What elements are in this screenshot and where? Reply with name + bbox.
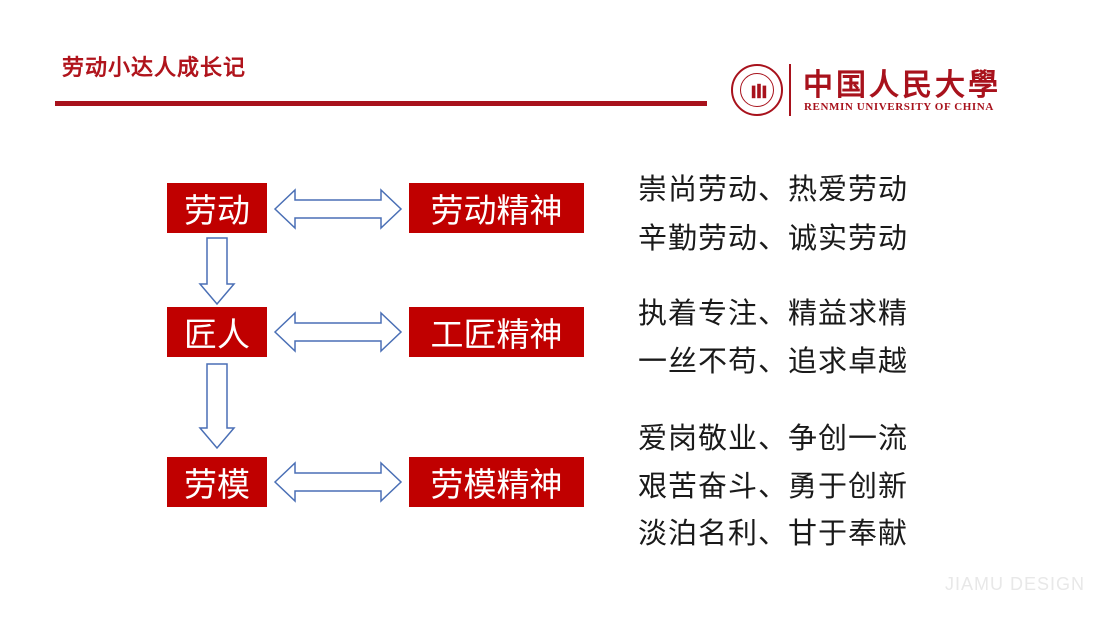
double-arrow-icon [273,311,403,353]
description-line: 执着专注、精益求精 [638,296,909,330]
term-box-labor: 劳动 [167,183,267,233]
spirit-box-craftsman: 工匠精神 [409,307,584,357]
description-line: 辛勤劳动、诚实劳动 [638,221,909,255]
logo-name-cn: 中国人民大學 [803,68,1001,103]
double-arrow-icon [273,188,403,230]
spirit-box-labor: 劳动精神 [409,183,584,233]
title-underline [55,101,707,106]
description-line: 一丝不苟、追求卓越 [638,344,909,378]
term-box-model-worker: 劳模 [167,457,267,507]
watermark: JIAMU DESIGN [945,574,1086,594]
university-logo: 中国人民大學 RENMIN UNIVERSITY OF CHINA [727,60,1007,120]
description-line: 淡泊名利、甘于奉献 [638,516,909,550]
description-line: 爱岗敬业、争创一流 [638,421,909,455]
logo-divider [789,64,791,116]
down-arrow-icon [198,237,236,306]
logo-name-en: RENMIN UNIVERSITY OF CHINA [804,101,994,113]
description-line: 崇尚劳动、热爱劳动 [638,172,909,206]
down-arrow-icon [198,363,236,450]
double-arrow-icon [273,461,403,503]
description-line: 艰苦奋斗、勇于创新 [638,469,909,503]
term-box-craftsman: 匠人 [167,307,267,357]
seal-icon [731,64,783,116]
page-title: 劳动小达人成长记 [62,56,247,81]
spirit-box-model-worker: 劳模精神 [409,457,584,507]
